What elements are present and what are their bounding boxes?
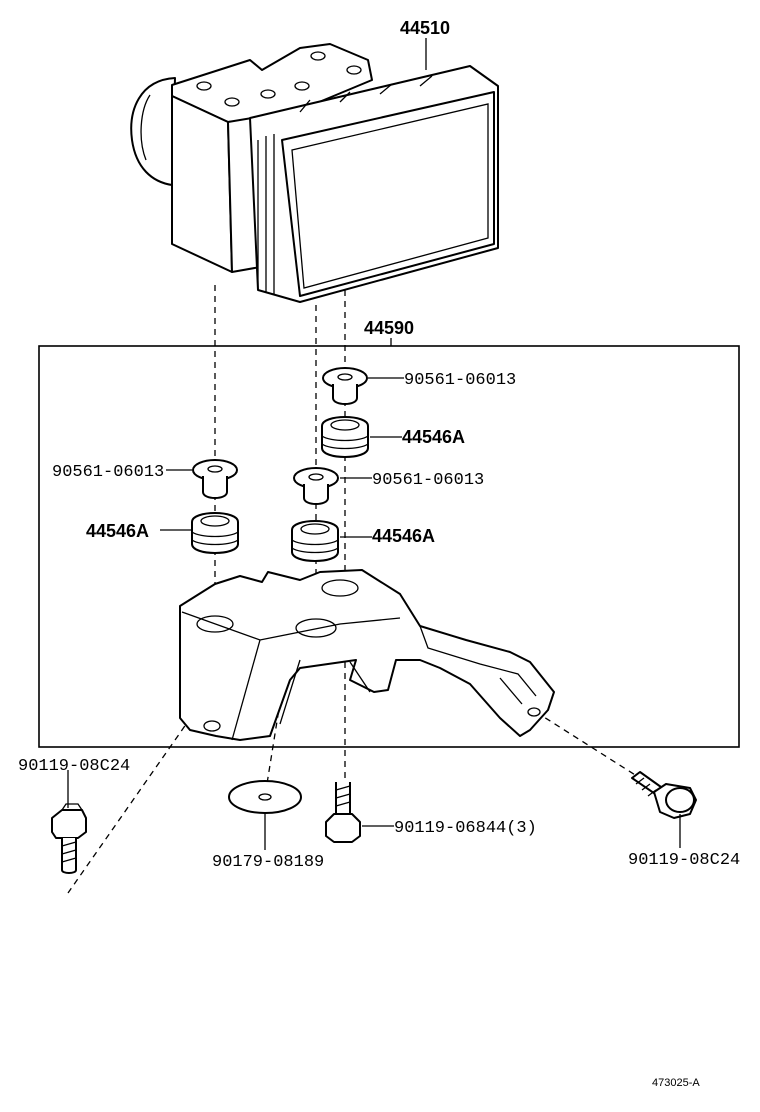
collar-mid[interactable] <box>293 467 339 505</box>
mounting-bracket[interactable] <box>179 569 555 741</box>
label-bolt-right: 90119-08C24 <box>628 851 740 870</box>
bolt-left[interactable] <box>51 803 87 874</box>
cushion-mid[interactable] <box>291 520 339 562</box>
label-cushion-top: 44546A <box>402 427 465 447</box>
label-collar-top: 90561-06013 <box>404 371 516 390</box>
label-cushion-left: 44546A <box>86 521 149 541</box>
bolt-center[interactable] <box>325 782 361 843</box>
drawing-id: 473025-A <box>652 1077 700 1089</box>
label-collar-left: 90561-06013 <box>52 463 164 482</box>
collar-top[interactable] <box>322 367 368 405</box>
bolt-right[interactable] <box>631 771 697 819</box>
label-bracket-kit: 44590 <box>364 318 414 338</box>
label-collar-mid: 90561-06013 <box>372 471 484 490</box>
washer[interactable] <box>228 780 302 814</box>
collar-left[interactable] <box>192 459 238 499</box>
label-bolt-left: 90119-08C24 <box>18 757 130 776</box>
label-cushion-mid: 44546A <box>372 526 435 546</box>
kit-boundary-box <box>38 345 740 748</box>
label-washer: 90179-08189 <box>212 853 324 872</box>
abs-actuator[interactable] <box>130 43 499 303</box>
cushion-top[interactable] <box>321 416 369 458</box>
cushion-left[interactable] <box>191 512 239 554</box>
label-actuator: 44510 <box>400 18 450 38</box>
label-bolt-center: 90119-06844(3) <box>394 819 537 838</box>
